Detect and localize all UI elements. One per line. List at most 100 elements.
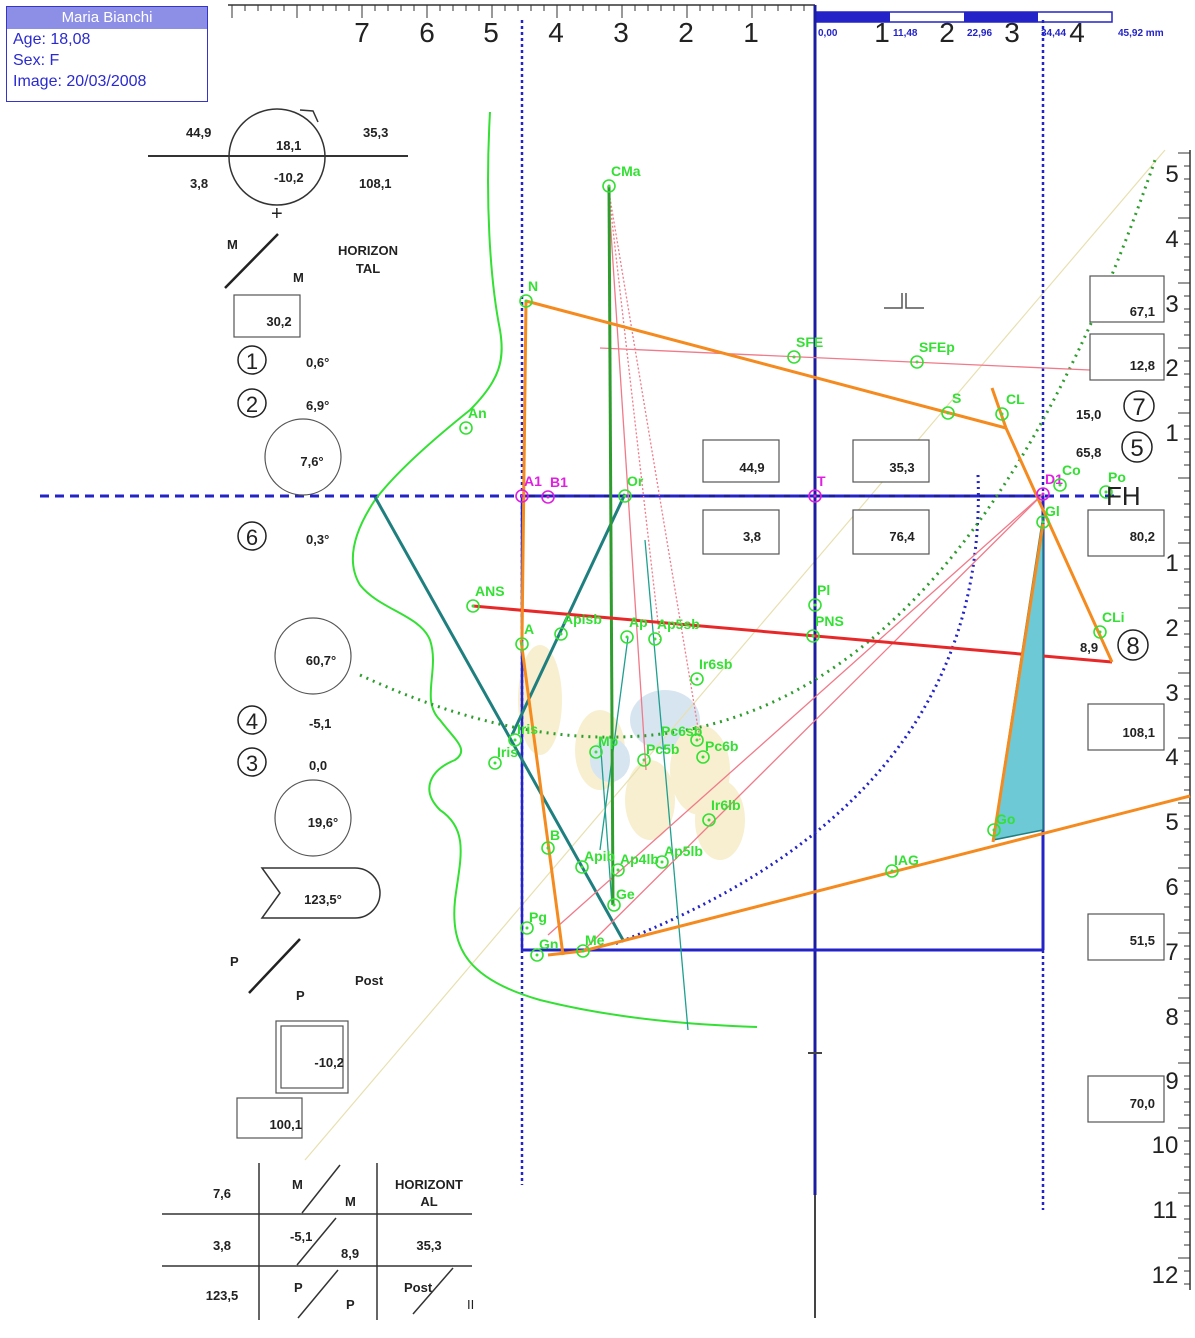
landmark-ge-34[interactable]: Ge	[607, 886, 635, 912]
landmark-marker[interactable]	[459, 421, 473, 435]
landmark-marker[interactable]	[519, 294, 533, 308]
landmark-cl-5[interactable]: CL	[995, 391, 1025, 421]
landmark-center-dot	[1041, 492, 1045, 496]
landmark-ir6sb-22[interactable]: Ir6sb	[690, 656, 732, 686]
ruler-top-6: 6	[419, 17, 435, 48]
landmark-a-18[interactable]: A	[515, 621, 534, 651]
landmark-marker[interactable]	[696, 750, 710, 764]
landmark-ap4lb-32[interactable]: Ap4lb	[611, 851, 659, 877]
landmark-marker[interactable]	[1036, 487, 1050, 501]
landmark-ap-20[interactable]: Ap	[620, 614, 648, 644]
landmark-center-dot	[992, 828, 996, 832]
landmark-marker[interactable]	[690, 672, 704, 686]
landmark-marker[interactable]	[530, 948, 544, 962]
landmark-marker[interactable]	[995, 407, 1009, 421]
landmark-label: PNS	[815, 613, 844, 629]
landmark-gl-40[interactable]: Gl	[1036, 503, 1060, 529]
landmark-pc6b-27[interactable]: Pc6b	[696, 738, 738, 764]
landmark-marker[interactable]	[941, 406, 955, 420]
landmark-iris-24[interactable]: Iris	[488, 744, 518, 770]
landmark-ir6lb-29[interactable]: Ir6lb	[702, 797, 741, 827]
landmark-pc5b-26[interactable]: Pc5b	[637, 741, 679, 767]
landmark-marker[interactable]	[611, 863, 625, 877]
landmark-a1-7[interactable]: A1	[515, 473, 542, 503]
landmark-s-4[interactable]: S	[941, 390, 961, 420]
m-top-label: M	[227, 237, 238, 252]
landmark-b-30[interactable]: B	[541, 827, 560, 855]
landmark-marker[interactable]	[655, 855, 669, 869]
landmark-marker[interactable]	[808, 598, 822, 612]
landmark-pns-16[interactable]: PNS	[806, 613, 844, 643]
landmark-marker[interactable]	[1093, 625, 1107, 639]
landmark-cma-0[interactable]: CMa	[602, 163, 641, 193]
landmark-ap5sb-21[interactable]: Ap5sb	[648, 616, 700, 646]
landmark-n-1[interactable]: N	[519, 278, 538, 308]
landmark-pc6sb-28[interactable]: Pc6sb	[661, 723, 704, 747]
landmark-marker[interactable]	[648, 632, 662, 646]
landmark-ap5lb-33[interactable]: Ap5lb	[655, 843, 703, 869]
landmark-label: CLi	[1102, 609, 1125, 625]
landmark-marker[interactable]	[554, 627, 568, 641]
landmark-marker[interactable]	[515, 637, 529, 651]
scale-label-4: 45,92 mm	[1118, 28, 1164, 39]
landmark-b1-8[interactable]: B1	[541, 474, 568, 504]
landmark-pg-35[interactable]: Pg	[520, 909, 547, 935]
landmark-iag-38[interactable]: IAG	[885, 852, 919, 878]
landmark-marker[interactable]	[576, 944, 590, 958]
landmark-center-dot	[594, 750, 598, 754]
landmark-po-13[interactable]: Po	[1099, 469, 1126, 499]
landmark-ans-15[interactable]: ANS	[466, 583, 505, 613]
landmark-marker[interactable]	[520, 921, 534, 935]
landmark-marker[interactable]	[466, 599, 480, 613]
landmark-marker[interactable]	[1036, 515, 1050, 529]
landmark-marker[interactable]	[808, 489, 822, 503]
landmark-t-10[interactable]: T	[808, 473, 826, 503]
landmark-marker[interactable]	[885, 864, 899, 878]
landmark-center-dot	[660, 860, 664, 864]
landmark-center-dot	[520, 642, 524, 646]
landmark-marker[interactable]	[620, 630, 634, 644]
landmark-or-9[interactable]: Or	[618, 473, 644, 503]
landmark-go-39[interactable]: Go	[987, 811, 1015, 837]
landmark-center-dot	[513, 738, 517, 742]
landmark-label: Pc6sb	[661, 723, 702, 739]
landmark-marker[interactable]	[488, 756, 502, 770]
landmark-sfep-3[interactable]: SFEp	[910, 339, 955, 369]
landmark-apisb-19[interactable]: Apisb	[554, 611, 602, 641]
landmark-marker[interactable]	[690, 733, 704, 747]
landmark-marker[interactable]	[589, 745, 603, 759]
landmark-co-12[interactable]: Co	[1053, 462, 1081, 492]
landmark-marker[interactable]	[910, 355, 924, 369]
landmark-marker[interactable]	[1099, 485, 1113, 499]
landmark-an-6[interactable]: An	[459, 405, 487, 435]
landmark-marker[interactable]	[575, 860, 589, 874]
landmark-marker[interactable]	[618, 489, 632, 503]
landmark-d1-11[interactable]: D1	[1036, 471, 1063, 501]
landmark-label: SFE	[796, 334, 823, 350]
landmark-pl-14[interactable]: Pl	[808, 582, 830, 612]
landmark-marker[interactable]	[787, 350, 801, 364]
landmark-marker[interactable]	[515, 489, 529, 503]
landmark-me-37[interactable]: Me	[576, 932, 605, 958]
landmark-marker[interactable]	[1053, 478, 1067, 492]
landmark-iris-23[interactable]: Iris	[508, 721, 538, 747]
landmark-sfe-2[interactable]: SFE	[787, 334, 823, 364]
landmark-marker[interactable]	[607, 898, 621, 912]
label-4-value: -5,1	[309, 716, 331, 731]
landmark-marker[interactable]	[637, 753, 651, 767]
landmark-gn-36[interactable]: Gn	[530, 936, 558, 962]
landmark-marker[interactable]	[987, 823, 1001, 837]
landmark-label: Go	[996, 811, 1015, 827]
landmark-marker[interactable]	[602, 179, 616, 193]
ruler-top-right-3: 3	[1004, 17, 1020, 48]
landmark-apib-31[interactable]: Apib	[575, 848, 615, 874]
landmark-marker[interactable]	[541, 841, 555, 855]
landmark-marker[interactable]	[508, 733, 522, 747]
landmark-marker[interactable]	[806, 629, 820, 643]
landmark-mp-25[interactable]: Mp	[589, 733, 618, 759]
landmark-cli-17[interactable]: CLi	[1093, 609, 1125, 639]
landmark-marker[interactable]	[541, 490, 555, 504]
landmark-marker[interactable]	[702, 813, 716, 827]
